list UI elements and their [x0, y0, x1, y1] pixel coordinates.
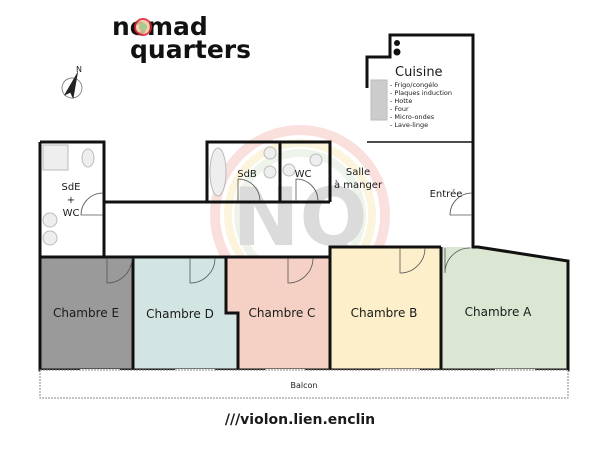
- kitchen-equipment-list: - Frigo/congélo - Plaques induction - Ho…: [390, 81, 452, 129]
- address-text: ///violon.lien.enclin: [225, 412, 375, 428]
- label-chambre-e: Chambre E: [53, 306, 119, 320]
- balcony-area: [39, 369, 569, 399]
- nomad-quarters-logo: nomad quarters: [112, 12, 251, 64]
- compass-icon: [61, 71, 83, 100]
- kitchen-item: - Micro-ondes: [390, 113, 435, 121]
- label-balcon: Balcon: [291, 381, 318, 390]
- compass-north-label: N: [76, 65, 82, 74]
- kitchen-item: - Plaques induction: [390, 89, 452, 97]
- kitchen-item: - Hotte: [390, 97, 412, 105]
- label-sde-wc: WC: [63, 208, 80, 219]
- logo-line-1: nomad: [112, 12, 208, 41]
- kitchen-item: - Lave-linge: [390, 121, 428, 129]
- kitchen-item: - Four: [390, 105, 409, 113]
- label-salle: Salle: [346, 167, 370, 178]
- label-chambre-d: Chambre D: [146, 307, 214, 321]
- label-sde-plus: +: [67, 195, 75, 206]
- doors: [80, 178, 473, 284]
- kitchen-item: - Frigo/congélo: [390, 81, 438, 89]
- label-sdb: SdB: [237, 169, 257, 180]
- room-chambre-c: [226, 257, 330, 370]
- logo-line-2: quarters: [130, 35, 251, 64]
- label-chambre-c: Chambre C: [249, 306, 316, 320]
- cooktop-icon: [393, 40, 401, 56]
- label-salle-2: à manger: [334, 179, 383, 191]
- label-cuisine: Cuisine: [395, 65, 443, 80]
- label-sde: SdE: [61, 182, 80, 193]
- room-chambre-d: [133, 257, 238, 370]
- room-chambre-e: [40, 257, 133, 370]
- label-entree: Entrée: [430, 188, 463, 200]
- room-chambre-a: [441, 247, 568, 370]
- label-wc: WC: [295, 169, 312, 180]
- room-chambre-b: [330, 247, 441, 370]
- fixtures: [42, 79, 388, 246]
- label-chambre-b: Chambre B: [351, 306, 418, 320]
- label-chambre-a: Chambre A: [465, 305, 533, 319]
